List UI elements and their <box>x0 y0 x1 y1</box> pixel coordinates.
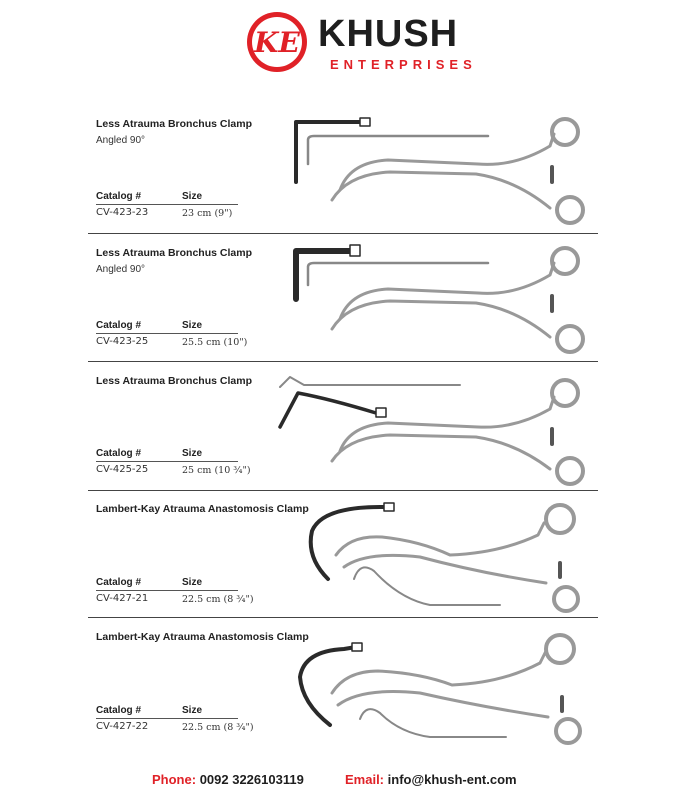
size-heading: Size <box>182 191 203 202</box>
section-divider <box>88 617 598 618</box>
section-divider <box>88 361 598 362</box>
table-rule <box>96 204 238 205</box>
phone-label: Phone: <box>152 772 197 787</box>
ke-logo-icon: KE <box>247 12 307 72</box>
table-rule <box>96 590 238 591</box>
catalog-number: CV-427-21 <box>96 593 149 604</box>
product-item: Less Atrauma Bronchus Clamp Angled 90° C… <box>0 244 689 375</box>
size-heading: Size <box>182 448 203 459</box>
catalog-number: CV-425-25 <box>96 464 149 475</box>
size-value: 25 cm (10 ¾") <box>182 465 251 476</box>
catalog-number: CV-427-22 <box>96 721 149 732</box>
product-item: Lambert-Kay Atrauma Anastomosis Clamp Ca… <box>0 631 689 759</box>
catalog-number: CV-423-23 <box>96 207 149 218</box>
size-value: 22.5 cm (8 ¾") <box>182 594 254 605</box>
phone-line: Phone: 0092 3226103119 <box>152 772 304 787</box>
product-title: Less Atrauma Bronchus Clamp <box>96 375 252 387</box>
product-title: Less Atrauma Bronchus Clamp <box>96 247 252 259</box>
catalog-heading: Catalog # <box>96 577 142 588</box>
email-address[interactable]: info@khush-ent.com <box>387 772 517 787</box>
product-subtitle: Angled 90° <box>96 135 146 146</box>
hooked-jaw-clamp-icon <box>308 502 580 613</box>
size-value: 23 cm (9") <box>182 208 233 219</box>
table-rule <box>96 718 238 719</box>
phone-number[interactable]: 0092 3226103119 <box>199 772 304 787</box>
section-divider <box>88 233 598 234</box>
product-item: Lambert-Kay Atrauma Anastomosis Clamp Ca… <box>0 502 689 631</box>
curved-jaw-clamp-icon <box>278 376 585 486</box>
size-heading: Size <box>182 320 203 331</box>
table-rule <box>96 333 238 334</box>
catalog-number: CV-423-25 <box>96 336 149 347</box>
email-label: Email: <box>345 772 385 787</box>
catalog-heading: Catalog # <box>96 320 142 331</box>
hooked-jaw-clamp-icon <box>298 633 582 745</box>
email-line: Email: info@khush-ent.com <box>345 772 517 787</box>
product-subtitle: Angled 90° <box>96 264 146 275</box>
catalog-heading: Catalog # <box>96 448 142 459</box>
angled-jaw-clamp-icon <box>294 117 585 225</box>
product-item: Less Atrauma Bronchus Clamp Catalog # Si… <box>0 375 689 503</box>
angled-jaw-clamp-icon <box>293 244 585 354</box>
size-value: 22.5 cm (8 ¾") <box>182 722 254 733</box>
section-divider <box>88 490 598 491</box>
footer: Phone: 0092 3226103119 Email: info@khush… <box>0 772 689 792</box>
product-title: Less Atrauma Bronchus Clamp <box>96 118 252 130</box>
svg-text:KE: KE <box>253 26 300 59</box>
catalog-heading: Catalog # <box>96 191 142 202</box>
brand-tagline: ENTERPRISES <box>330 57 477 72</box>
size-heading: Size <box>182 705 203 716</box>
size-heading: Size <box>182 577 203 588</box>
header: KE KHUSH ENTERPRISES <box>0 0 689 100</box>
product-title: Lambert-Kay Atrauma Anastomosis Clamp <box>96 503 309 515</box>
catalog-heading: Catalog # <box>96 705 142 716</box>
table-rule <box>96 461 238 462</box>
brand-name: KHUSH <box>318 13 459 55</box>
size-value: 25.5 cm (10") <box>182 337 248 348</box>
product-title: Lambert-Kay Atrauma Anastomosis Clamp <box>96 631 309 643</box>
product-item: Less Atrauma Bronchus Clamp Angled 90° C… <box>0 117 689 246</box>
